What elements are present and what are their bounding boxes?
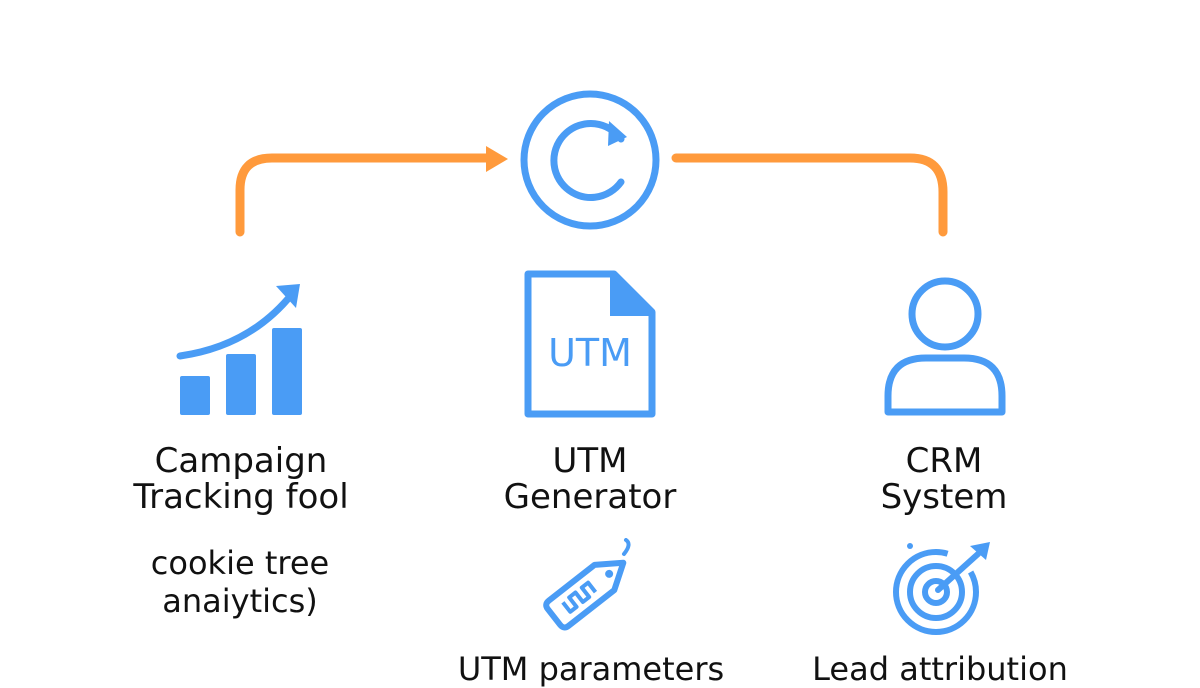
col2-sub-line: UTM parameters bbox=[457, 650, 725, 688]
col1-title: Campaign Tracking fool bbox=[133, 443, 348, 515]
col3-subtext: Lead attribution bbox=[812, 650, 1068, 688]
col2-subtext: UTM parameters bbox=[458, 650, 724, 688]
connector-arrowhead bbox=[486, 146, 508, 172]
col3-title-line1: CRM bbox=[905, 441, 983, 481]
connector-left bbox=[235, 153, 495, 237]
tag-icon bbox=[543, 538, 631, 631]
col2-title-line1: UTM bbox=[552, 441, 628, 481]
utm-document-label: UTM bbox=[548, 331, 632, 375]
refresh-circle-icon bbox=[520, 90, 660, 230]
user-icon bbox=[884, 277, 1006, 416]
bar-chart-growth-icon bbox=[176, 284, 302, 415]
col1-sub-line2: anaiytics) bbox=[162, 582, 318, 620]
col1-title-line2: Tracking fool bbox=[133, 477, 349, 517]
col3-title-line2: System bbox=[880, 477, 1008, 517]
col1-sub-line1: cookie tree bbox=[150, 544, 330, 582]
col3-sub-line: Lead attribution bbox=[812, 650, 1068, 688]
col1-title-line1: Campaign bbox=[154, 441, 328, 481]
utm-document-icon: UTM bbox=[522, 270, 658, 418]
col1-subtext: cookie tree anaiytics) bbox=[151, 544, 329, 620]
target-icon bbox=[893, 542, 990, 635]
col2-title-line2: Generator bbox=[503, 477, 677, 517]
connector-right bbox=[671, 153, 948, 237]
col2-title: UTM Generator bbox=[504, 443, 677, 515]
col3-title: CRM System bbox=[881, 443, 1008, 515]
